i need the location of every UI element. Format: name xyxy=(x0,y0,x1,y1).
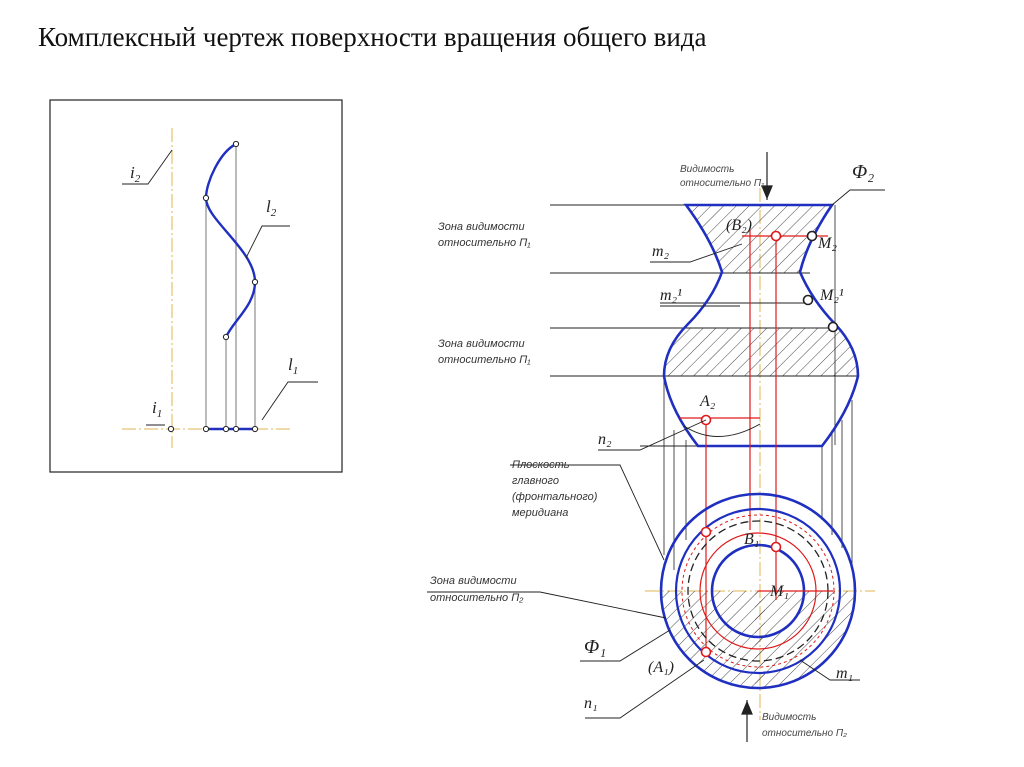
page-title: Комплексный чертеж поверхности вращения … xyxy=(38,22,707,52)
label-m1: m₁ xyxy=(836,665,853,682)
label-i2: i2 xyxy=(130,163,141,185)
note-zone-mid: Зона видимости относительно П₁ xyxy=(438,338,531,366)
generatrix-l2-curve xyxy=(204,142,257,338)
circle-top-red xyxy=(681,514,835,668)
note-zone-upper: Зона видимости относительно П₁ xyxy=(438,221,531,249)
outer-circle-top xyxy=(659,492,857,690)
body-contour-front xyxy=(662,203,860,448)
label-n2: n₂ xyxy=(598,431,612,448)
note-visibility-p2: Видимость относительно П₂ xyxy=(762,712,847,739)
label-phi2: Φ₂ xyxy=(852,161,874,183)
left-panel: i2 l2 l1 i1 xyxy=(49,99,343,473)
label-M1: M₁ xyxy=(769,583,789,600)
circle-top-2 xyxy=(674,507,842,675)
label-phi1: Φ₁ xyxy=(584,636,606,658)
right-drawing: Видимость относительно П₁ Зона видимости… xyxy=(427,152,885,742)
label-i1: i1 xyxy=(152,398,162,420)
label-b2: (B₂) xyxy=(726,217,752,234)
note-visibility-p1: Видимость относительно П₁ xyxy=(680,164,764,189)
label-m2-1: m₂¹ xyxy=(660,287,682,304)
left-panel-frame xyxy=(49,99,343,473)
label-n1: n₁ xyxy=(584,695,598,712)
note-zone-lower: Зона видимости относительно П₂ xyxy=(430,575,524,604)
label-b1: B₁ xyxy=(744,531,759,548)
label-l1: l1 xyxy=(288,355,298,377)
label-m2-upper: m₂ xyxy=(652,243,670,260)
label-l2: l2 xyxy=(266,197,277,219)
note-meridian-plane: Плоскость главного (фронтального) мериди… xyxy=(512,459,600,519)
label-M2-1: M₂¹ xyxy=(819,287,844,304)
label-a1: (A₁) xyxy=(648,659,674,676)
label-a2: A₂ xyxy=(699,393,716,410)
label-M2: M₂ xyxy=(817,235,837,252)
